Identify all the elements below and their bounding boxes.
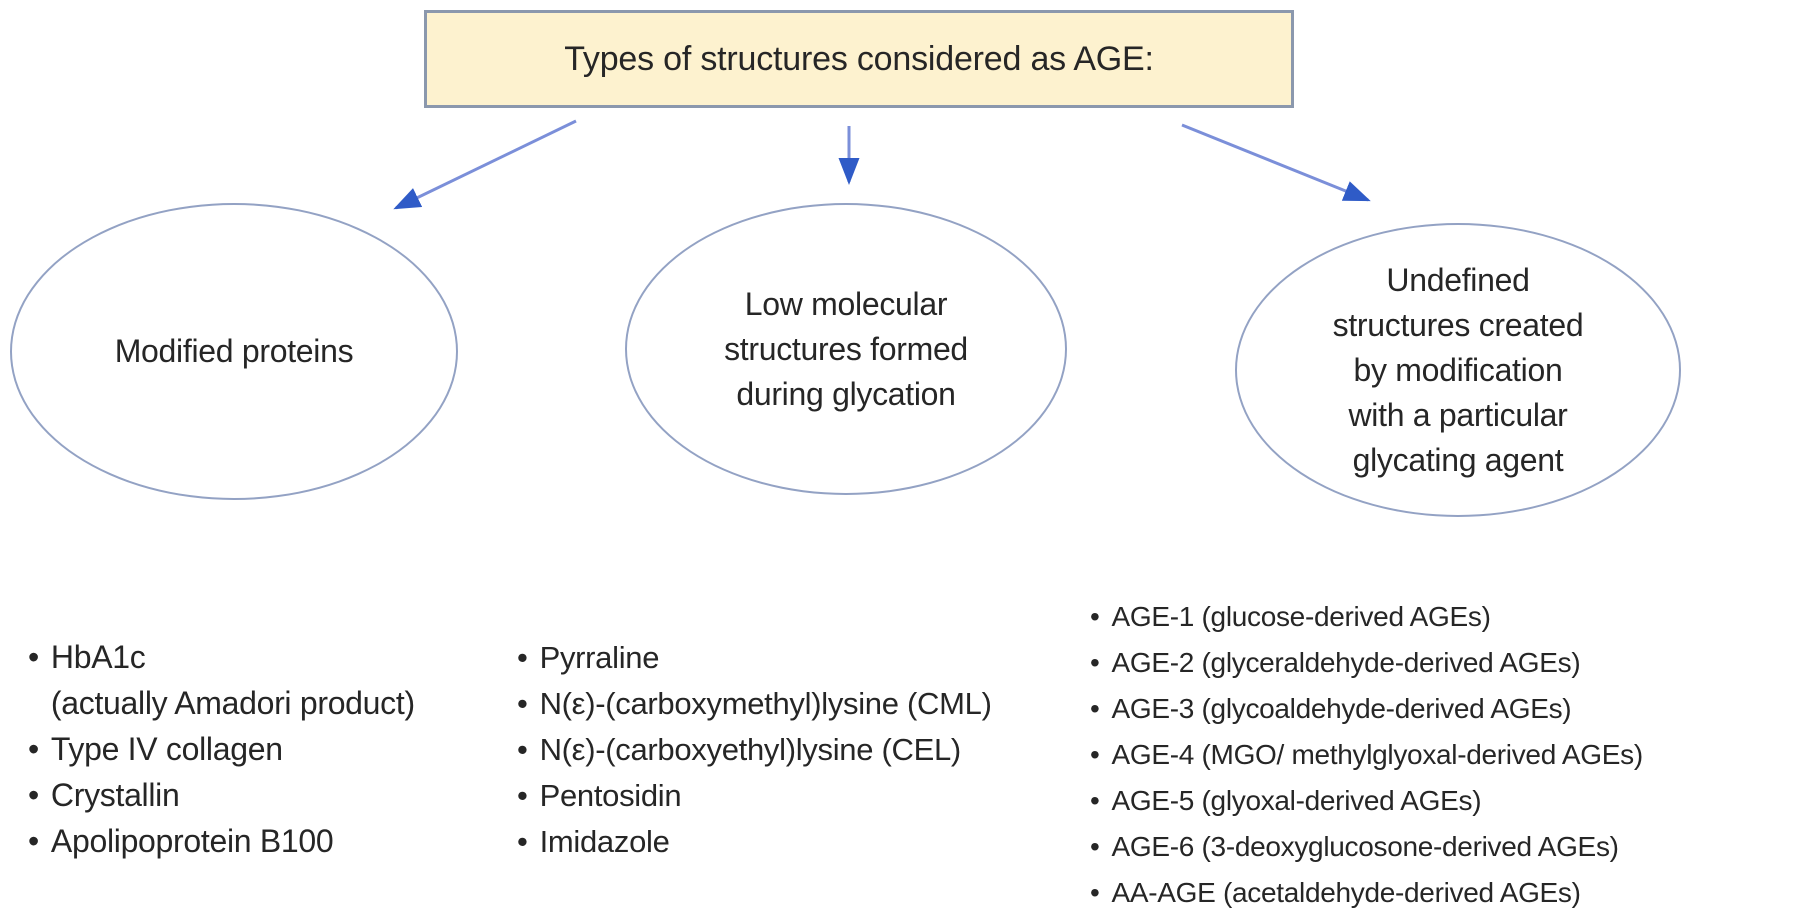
bullet-icon: • [28,731,39,767]
bullet-icon: • [517,824,528,859]
list-item-text: N(ε)-(carboxymethyl)lysine (CML) [539,686,992,721]
bullet-icon: • [1090,601,1100,632]
title-label: Types of structures considered as AGE: [564,39,1154,78]
list-item-text: AGE-3 (glycoaldehyde-derived AGEs) [1111,693,1572,724]
bullet-icon: • [1090,647,1100,678]
bullet-icon: • [517,686,528,721]
list-undefined-structures: • AGE-1 (glucose-derived AGEs) • AGE-2 (… [1090,594,1643,916]
list-modified-proteins: • HbA1c (actually Amadori product) • Typ… [28,634,415,864]
list-item-text: N(ε)-(carboxyethyl)lysine (CEL) [539,732,962,767]
bullet-icon: • [517,778,528,813]
list-item-text: AGE-1 (glucose-derived AGEs) [1111,601,1491,632]
arrow-to-right-ellipse-icon [1181,123,1371,202]
bullet-icon: • [1090,831,1100,862]
list-item: • Crystallin [28,772,415,818]
list-item: • Imidazole [517,819,992,865]
arrow-to-left-ellipse-icon [393,119,577,210]
list-item: • AA-AGE (acetaldehyde-derived AGEs) [1090,870,1643,916]
list-item: • N(ε)-(carboxyethyl)lysine (CEL) [517,727,992,773]
ellipse-label: Low molecular structures formed during g… [724,285,968,412]
title-box: Types of structures considered as AGE: [424,10,1294,108]
list-item: • AGE-3 (glycoaldehyde-derived AGEs) [1090,686,1643,732]
bullet-icon: • [1090,785,1100,816]
list-item-text: AGE-6 (3-deoxyglucosone-derived AGEs) [1111,831,1619,862]
list-item-text: Imidazole [539,824,670,859]
bullet-icon: • [28,639,39,675]
bullet-icon: • [1090,693,1100,724]
list-item: • Pentosidin [517,773,992,819]
list-item-text: Type IV collagen [50,731,283,767]
list-item: • HbA1c (actually Amadori product) [28,634,415,726]
list-item: • Apolipoprotein B100 [28,818,415,864]
bullet-icon: • [517,640,528,675]
list-item: • AGE-2 (glyceraldehyde-derived AGEs) [1090,640,1643,686]
ellipse-low-molecular-structures: Low molecular structures formed during g… [625,203,1067,495]
ellipse-label: Undefined structures created by modifica… [1332,261,1584,478]
bullet-icon: • [28,777,39,813]
list-item-text: Apolipoprotein B100 [50,823,334,859]
list-item-text: AGE-4 (MGO/ methylglyoxal-derived AGEs) [1111,739,1644,770]
list-item-text: Pentosidin [539,778,682,813]
list-item-text: Crystallin [50,777,180,813]
list-item: • Type IV collagen [28,726,415,772]
list-item: • AGE-1 (glucose-derived AGEs) [1090,594,1643,640]
list-item: • AGE-5 (glyoxal-derived AGEs) [1090,778,1643,824]
bullet-icon: • [517,732,528,767]
list-item: • AGE-6 (3-deoxyglucosone-derived AGEs) [1090,824,1643,870]
list-item: • AGE-4 (MGO/ methylglyoxal-derived AGEs… [1090,732,1643,778]
ellipse-label: Modified proteins [114,333,354,369]
bullet-icon: • [1090,739,1100,770]
bullet-icon: • [1090,877,1100,908]
list-item: • Pyrraline [517,635,992,681]
list-item-text: AGE-2 (glyceraldehyde-derived AGEs) [1111,647,1581,678]
list-low-molecular-structures: • Pyrraline • N(ε)-(carboxymethyl)lysine… [517,635,992,865]
ellipse-modified-proteins: Modified proteins [10,203,458,500]
list-item: • N(ε)-(carboxymethyl)lysine (CML) [517,681,992,727]
list-item-text: HbA1c (actually Amadori product) [50,639,415,721]
list-item-text: AA-AGE (acetaldehyde-derived AGEs) [1111,877,1581,908]
list-item-text: Pyrraline [539,640,660,675]
ellipse-undefined-structures: Undefined structures created by modifica… [1235,223,1681,517]
bullet-icon: • [28,823,39,859]
list-item-text: AGE-5 (glyoxal-derived AGEs) [1111,785,1482,816]
